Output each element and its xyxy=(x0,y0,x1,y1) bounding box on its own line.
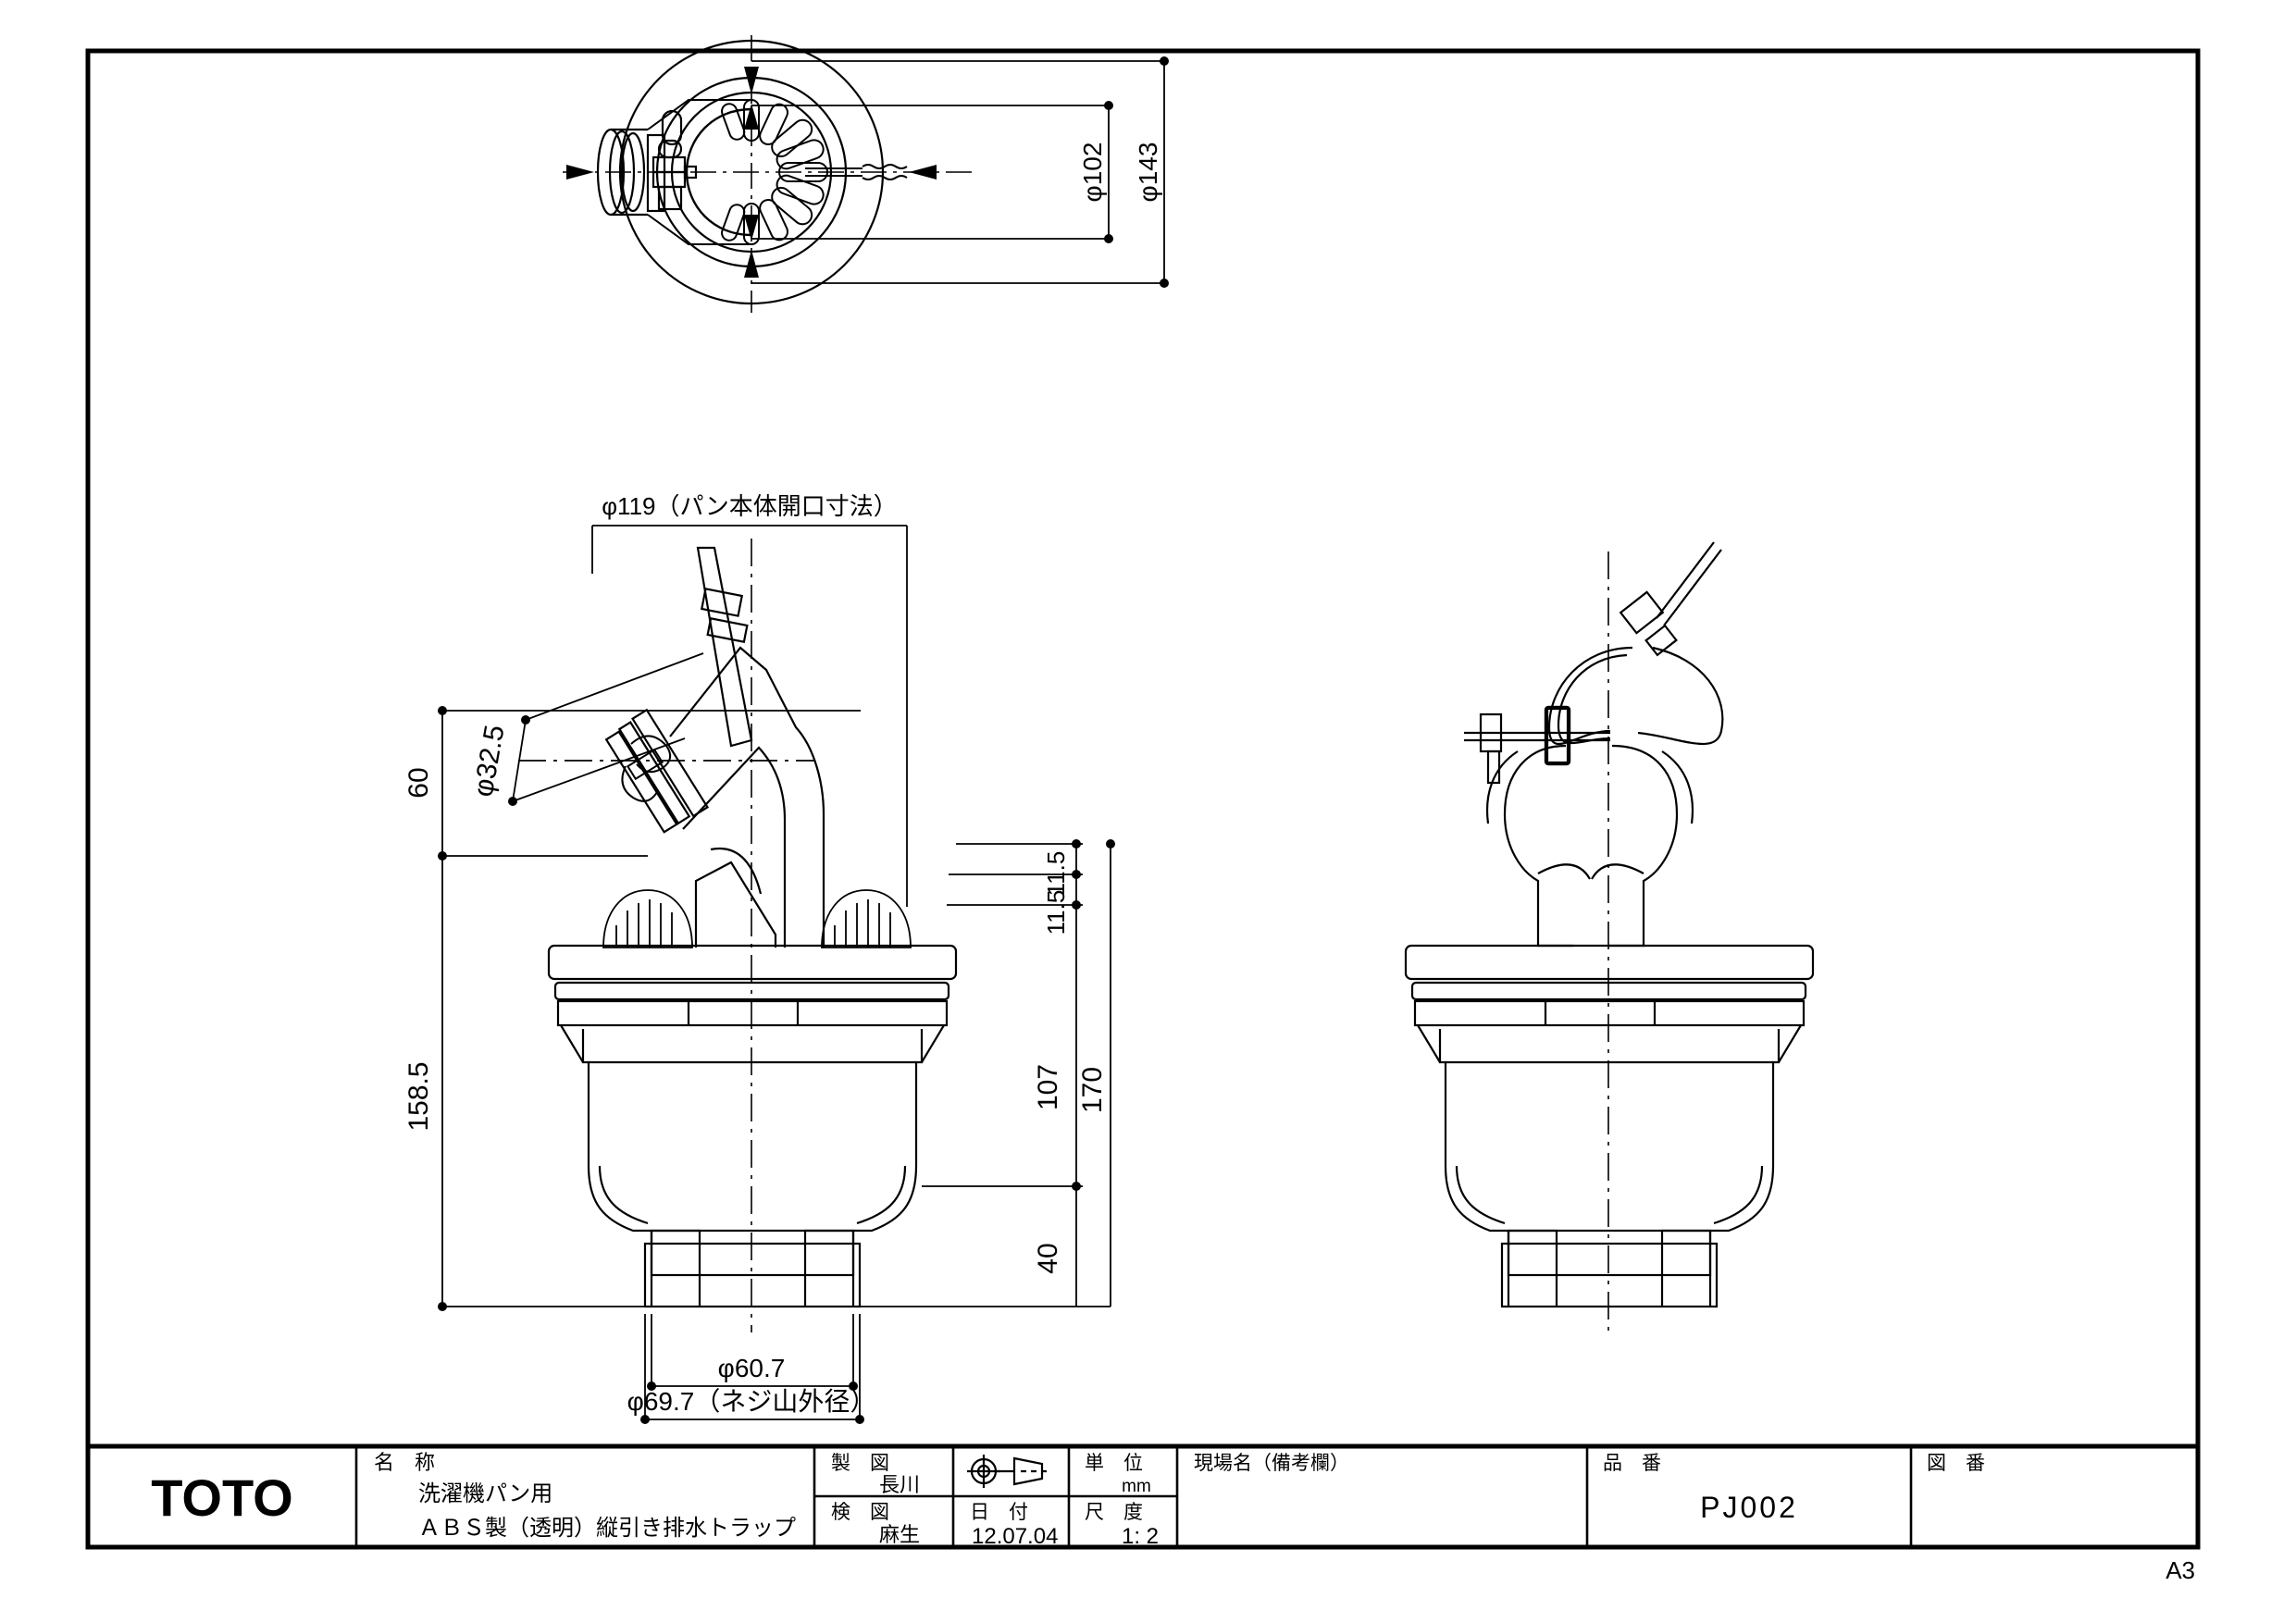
title-block xyxy=(85,1443,2201,1550)
front-knob-left xyxy=(602,889,693,948)
arrow-bottom-143 xyxy=(744,250,759,278)
front-top-dimension xyxy=(591,525,908,907)
front-dim-label-11-5-b: 11.5 xyxy=(1042,890,1070,935)
side-deck-flange xyxy=(1404,944,1815,1063)
side-elevation-view xyxy=(1404,541,1815,1308)
date-header: 日 付 xyxy=(970,1502,1028,1523)
inlet-base xyxy=(694,861,777,948)
partno-header: 品 番 xyxy=(1603,1453,1661,1474)
front-inlet-assembly xyxy=(604,546,825,948)
checked-by-value: 麻生 xyxy=(879,1523,920,1546)
side-handle-wire xyxy=(1619,541,1722,657)
front-bottom-dimensions xyxy=(644,1314,861,1420)
inlet-fillet xyxy=(710,847,763,895)
handle-collar xyxy=(700,588,744,617)
arrow-right-h xyxy=(909,165,937,180)
plan-dimension-dots xyxy=(1104,56,1169,288)
product-name-line2: ＡＢＳ製（透明）縦引き排水トラップ xyxy=(418,1516,796,1541)
plan-dim-label-143: φ143 xyxy=(1134,142,1162,203)
drawn-header: 製 図 xyxy=(831,1453,889,1474)
unit-header: 単 位 xyxy=(1085,1453,1143,1474)
arrow-left-h xyxy=(566,165,594,180)
side-trap-head xyxy=(1486,744,1694,948)
front-right-dim-dots xyxy=(1072,839,1115,1191)
inlet-lock-hook xyxy=(621,735,672,802)
front-inlet-diameter-dim xyxy=(512,652,814,802)
front-knob-right xyxy=(821,889,912,948)
date-value: 12.07.04 xyxy=(972,1524,1058,1549)
arrow-bottom-102 xyxy=(744,215,759,241)
product-name-line1: 洗濯機パン用 xyxy=(418,1481,552,1506)
drawn-by-value: 長川 xyxy=(879,1473,920,1496)
unit-value: mm xyxy=(1122,1477,1151,1496)
plan-hub-outline xyxy=(685,107,752,237)
front-dim-label-107: 107 xyxy=(1033,1064,1063,1110)
side-cross-pin xyxy=(1464,705,1610,785)
front-dim-label-60: 60 xyxy=(403,767,434,798)
plan-dim-label-102: φ102 xyxy=(1078,142,1107,203)
sheet-size-label: A3 xyxy=(2166,1556,2195,1584)
site-header: 現場名（備考欄） xyxy=(1194,1453,1349,1474)
front-trap-bowl xyxy=(581,1029,924,1308)
checked-header: 検 図 xyxy=(831,1502,889,1523)
side-trap-bowl xyxy=(1438,1029,1781,1308)
partno-value: PJ002 xyxy=(1700,1491,1798,1524)
projection-symbol-icon xyxy=(967,1455,1049,1488)
arrow-top-143 xyxy=(744,67,759,94)
front-dim-label-158-5: 158.5 xyxy=(403,1061,434,1131)
front-right-dimensions xyxy=(853,843,1111,1307)
front-left-dimensions xyxy=(441,710,861,1307)
scale-value: 1: 2 xyxy=(1122,1524,1159,1549)
front-elevation-view xyxy=(547,546,958,1308)
plan-dimension-arrows xyxy=(566,67,937,278)
plan-trap-rod xyxy=(805,164,908,180)
front-deck-flange xyxy=(547,944,958,1063)
plan-wedge-upper xyxy=(647,99,751,130)
name-header: 名 称 xyxy=(374,1451,435,1474)
scale-header: 尺 度 xyxy=(1085,1502,1143,1523)
front-dim-label-170: 170 xyxy=(1077,1067,1108,1113)
front-dim-label-60-7: φ60.7 xyxy=(718,1354,786,1382)
inlet-elbow-inner xyxy=(682,746,787,948)
handle-collar-2 xyxy=(706,617,749,643)
front-left-dim-dots xyxy=(438,706,447,1311)
front-top-dim-label: φ119（パン本体開口寸法） xyxy=(602,492,898,520)
drawingno-header: 図 番 xyxy=(1927,1453,1985,1474)
plan-dimension-lines xyxy=(751,60,1165,284)
front-bottom-dim-dots xyxy=(640,1381,864,1424)
brand-logo: TOTO xyxy=(151,1468,293,1527)
side-clip-loop xyxy=(1547,646,1724,746)
plan-wedge-lower xyxy=(647,214,751,245)
front-inlet-dim-dots xyxy=(508,715,530,806)
front-dim-label-69-7: φ69.7（ネジ山外径） xyxy=(627,1387,876,1416)
arrow-top-102 xyxy=(744,104,759,130)
front-dim-label-11-5-a: 11.5 xyxy=(1042,851,1070,897)
front-dim-label-40: 40 xyxy=(1033,1243,1063,1273)
inlet-elbow-outer xyxy=(669,646,825,948)
